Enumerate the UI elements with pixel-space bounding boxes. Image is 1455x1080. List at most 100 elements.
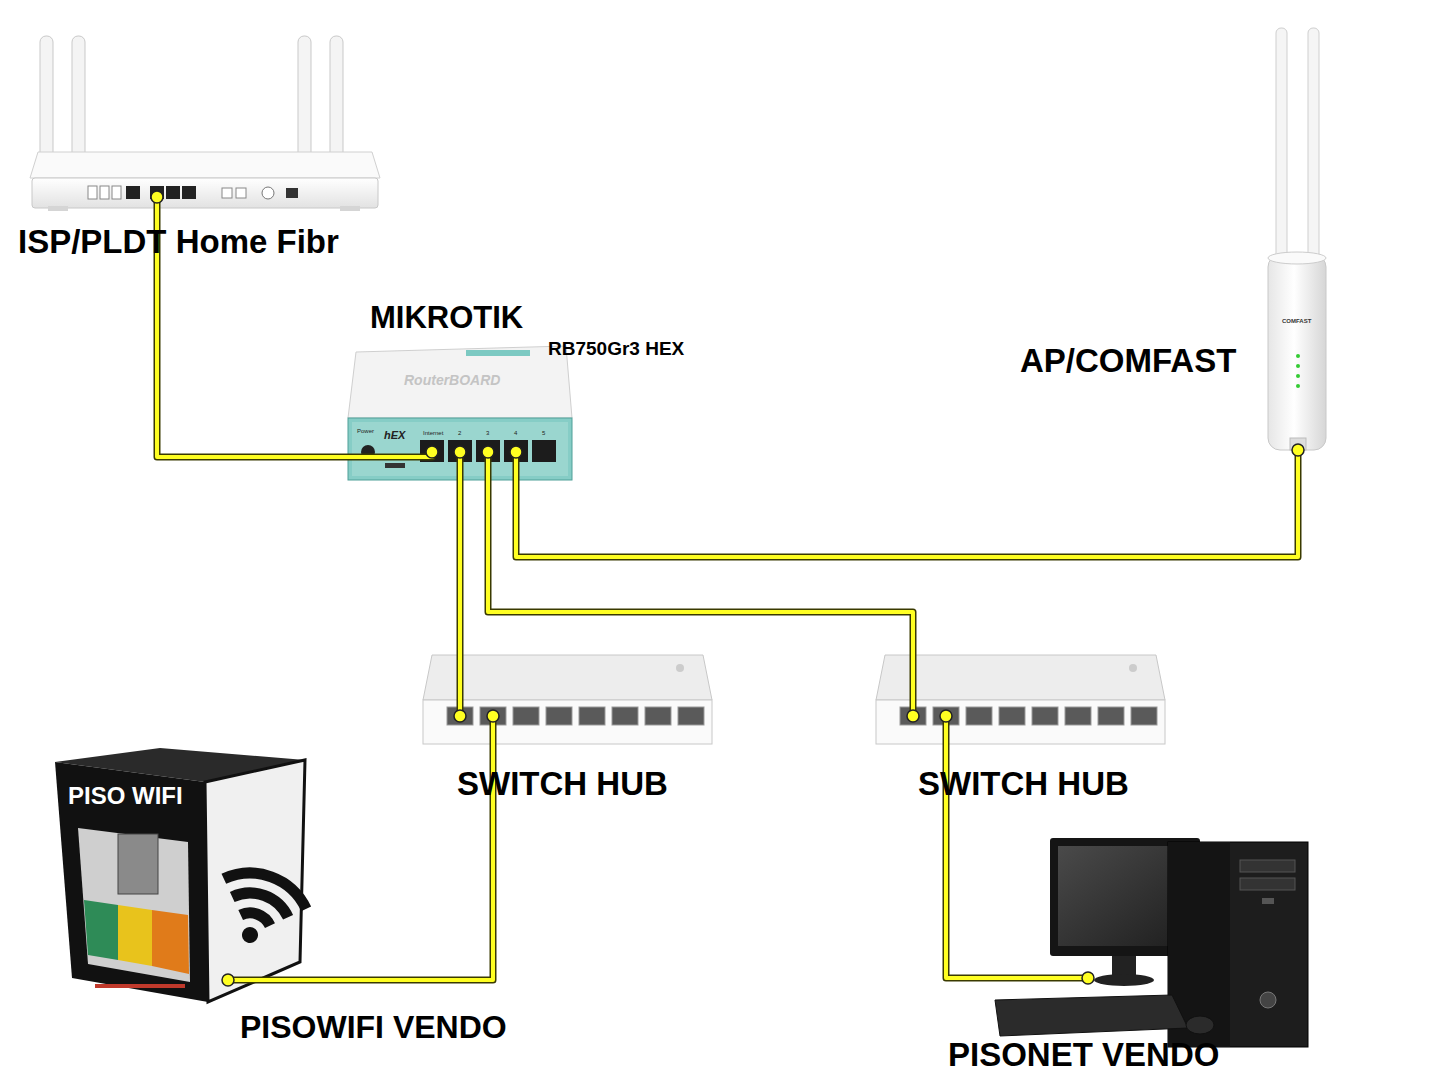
mikrotik-router: [361, 445, 375, 459]
device-label: SWITCH HUB: [457, 767, 668, 800]
pisonet-computer: [1240, 860, 1295, 872]
cable-plug: [1082, 972, 1094, 984]
cable-outline: [516, 450, 1298, 557]
access-point: [1296, 364, 1300, 368]
device-node: ISP/PLDT Home Fibr: [30, 30, 380, 197]
device-marking: hEX: [384, 430, 405, 441]
mikrotik-router: [466, 350, 530, 356]
device-marking: 2: [458, 430, 461, 436]
isp-router: [286, 188, 298, 198]
pisowifi-machine: [95, 984, 185, 988]
network-cable: [940, 710, 1094, 984]
switch-hub: [676, 664, 684, 672]
switch-hub: [447, 707, 473, 725]
pisowifi-machine: [152, 910, 189, 974]
cable-line: [488, 452, 913, 716]
cable-line: [946, 716, 1088, 978]
cable-plug: [510, 446, 522, 458]
isp-router: [262, 187, 274, 199]
cable-line: [458, 452, 462, 716]
cable-outline: [946, 716, 1088, 978]
access-point: [1296, 384, 1300, 388]
pisowifi-machine: [232, 885, 292, 917]
isp-router: [32, 178, 378, 208]
isp-router: [182, 186, 196, 199]
switch-hub: [612, 707, 638, 725]
isp-router: [236, 188, 246, 198]
mikrotik-router: [348, 346, 572, 418]
cable-plug: [487, 710, 499, 722]
mikrotik-router: [532, 440, 556, 462]
cable-plug: [482, 446, 494, 458]
switch-hub: [423, 655, 712, 744]
isp-router: [112, 186, 121, 199]
switch-hub: [1032, 707, 1058, 725]
switch-hub: [579, 707, 605, 725]
isp-router: [340, 206, 360, 211]
pisonet-computer: [1094, 974, 1154, 986]
pisowifi-machine: [224, 862, 313, 909]
mikrotik-router: [504, 440, 528, 462]
device-node: PISONET VENDO: [1088, 835, 1310, 1065]
network-cable: [222, 710, 499, 986]
switch-hub: [1131, 707, 1157, 725]
switch-hub: [876, 655, 1165, 700]
device-node: SWITCH HUB: [878, 650, 1163, 716]
mikrotik-router: [420, 440, 444, 462]
pisowifi-machine: [118, 834, 158, 894]
cable-plug: [426, 446, 438, 458]
cable-line: [516, 450, 1298, 557]
pisowifi-machine: [55, 748, 312, 1002]
access-point: [1276, 28, 1287, 268]
device-label: MIKROTIK: [370, 302, 523, 333]
cable-plug: [1292, 444, 1304, 456]
switch-hub: [900, 707, 926, 725]
switch-hub: [1065, 707, 1091, 725]
device-label: PISOWIFI VENDO: [240, 1011, 507, 1043]
access-point: [1268, 28, 1326, 450]
isp-router: [150, 186, 164, 199]
access-point: [1268, 252, 1326, 264]
switch-hub: [1098, 707, 1124, 725]
device-marking: Power: [357, 428, 374, 434]
access-point: [1268, 255, 1326, 450]
pisonet-computer: [995, 838, 1308, 1047]
pisowifi-machine: [241, 909, 273, 926]
pisonet-computer: [1168, 842, 1308, 1047]
switch-hub: [480, 707, 506, 725]
pisonet-computer: [1240, 878, 1295, 890]
cable-plug: [940, 710, 952, 722]
mikrotik-router: [348, 346, 572, 480]
pisowifi-machine: [84, 900, 118, 960]
device-label: ISP/PLDT Home Fibr: [18, 225, 339, 258]
pisowifi-machine: [55, 762, 208, 1002]
switch-hub: [876, 655, 1165, 744]
isp-router: [88, 186, 97, 199]
mikrotik-router: [448, 440, 472, 462]
cable-line: [228, 716, 493, 980]
pisowifi-machine: [78, 828, 190, 982]
switch-hub: [546, 707, 572, 725]
switch-hub: [423, 700, 712, 744]
mikrotik-router: [476, 440, 500, 462]
model-label: RB750Gr3 HEX: [548, 339, 684, 358]
device-node: SWITCH HUB: [425, 650, 710, 716]
isp-router: [222, 188, 232, 198]
switch-hub: [1129, 664, 1137, 672]
cable-outline: [457, 452, 464, 716]
network-cable: [510, 444, 1304, 557]
device-marking: 4: [514, 430, 517, 436]
mikrotik-router: [352, 422, 568, 476]
device-label: SWITCH HUB: [918, 767, 1129, 800]
pisonet-computer: [1260, 992, 1276, 1008]
switch-hub: [966, 707, 992, 725]
pisonet-computer: [1186, 1016, 1214, 1034]
mikrotik-router: [348, 418, 572, 480]
pisowifi-machine: [118, 905, 152, 966]
switch-hub: [645, 707, 671, 725]
cable-outline: [228, 716, 493, 980]
network-cable: [482, 446, 919, 722]
switch-hub: [999, 707, 1025, 725]
pisowifi-machine: [206, 862, 312, 958]
